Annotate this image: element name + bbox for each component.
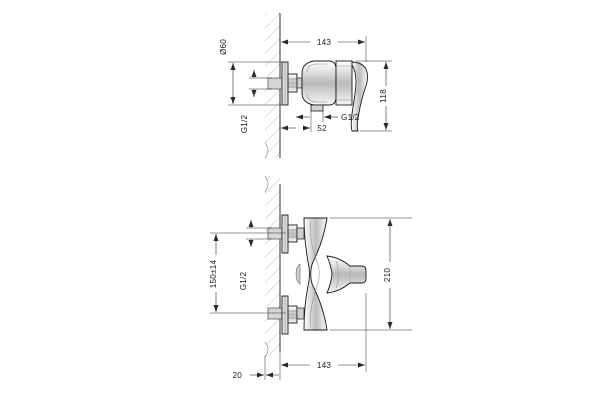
dimension-118: 118 [356, 60, 392, 132]
dimension-150: 150±14 [209, 232, 286, 314]
dimension-label-143-top: 143 [317, 38, 332, 47]
dimension-label-dia60: Ø60 [219, 39, 228, 55]
dimension-label-150: 150±14 [209, 260, 218, 289]
lever-handle-front [326, 255, 367, 294]
dimension-label-210: 210 [383, 268, 392, 283]
dimension-g12-side-bottom: G1/2 [296, 111, 360, 122]
front-view-group: 210 150±14 G1/2 [209, 175, 412, 380]
wall-section-front [264, 175, 281, 358]
dimension-52: 52 [279, 122, 327, 133]
dimension-label-118: 118 [379, 89, 388, 103]
outlet-stub-side [310, 104, 324, 112]
dimension-210: 210 [330, 217, 412, 331]
lever-handle-side [350, 61, 368, 132]
dimension-label-g12-side-bottom: G1/2 [341, 113, 360, 122]
inlet-connector-side [267, 61, 303, 106]
dimension-g12-front-left: G1/2 [239, 220, 272, 290]
dimension-dia60: Ø60 [219, 39, 286, 106]
dimension-label-g12-side-left: G1/2 [240, 114, 249, 133]
dimension-143-bottom: 143 [279, 293, 367, 372]
dimension-g12-side-left: G1/2 [240, 70, 272, 133]
mixer-body-front [295, 217, 328, 331]
dimension-label-g12-front-left: G1/2 [239, 271, 248, 290]
dimension-label-52: 52 [317, 124, 327, 133]
dimension-label-20: 20 [232, 371, 242, 380]
mixer-body-side [301, 60, 353, 106]
inlet-connector-lower-front [267, 295, 305, 335]
side-view-group: 143 118 Ø60 [219, 13, 392, 159]
dimension-143-top: 143 [279, 36, 367, 62]
dimension-20: 20 [232, 356, 281, 380]
dimension-label-143-bottom: 143 [317, 361, 332, 370]
inlet-connector-upper-front [267, 214, 305, 254]
